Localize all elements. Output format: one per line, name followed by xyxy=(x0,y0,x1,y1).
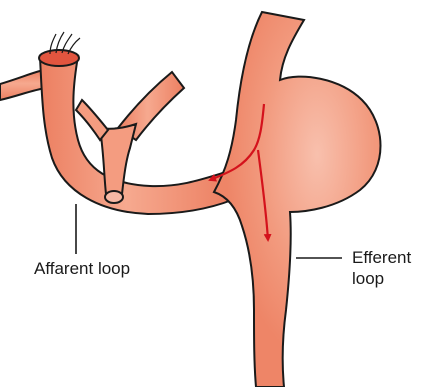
afferent-loop-label: Affarent loop xyxy=(34,258,130,279)
left-branch-tube xyxy=(0,70,46,100)
afferent-loop-label-text: Affarent loop xyxy=(34,258,130,279)
blind-end-opening xyxy=(105,191,123,203)
efferent-loop-label-line2: loop xyxy=(352,268,411,289)
stomach-remnant xyxy=(214,12,381,387)
y-junction-left-arm xyxy=(76,100,108,140)
efferent-loop-label-line1: Efferent xyxy=(352,247,411,268)
efferent-loop-label: Efferent loop xyxy=(352,247,411,289)
afferent-open-end xyxy=(39,50,79,66)
